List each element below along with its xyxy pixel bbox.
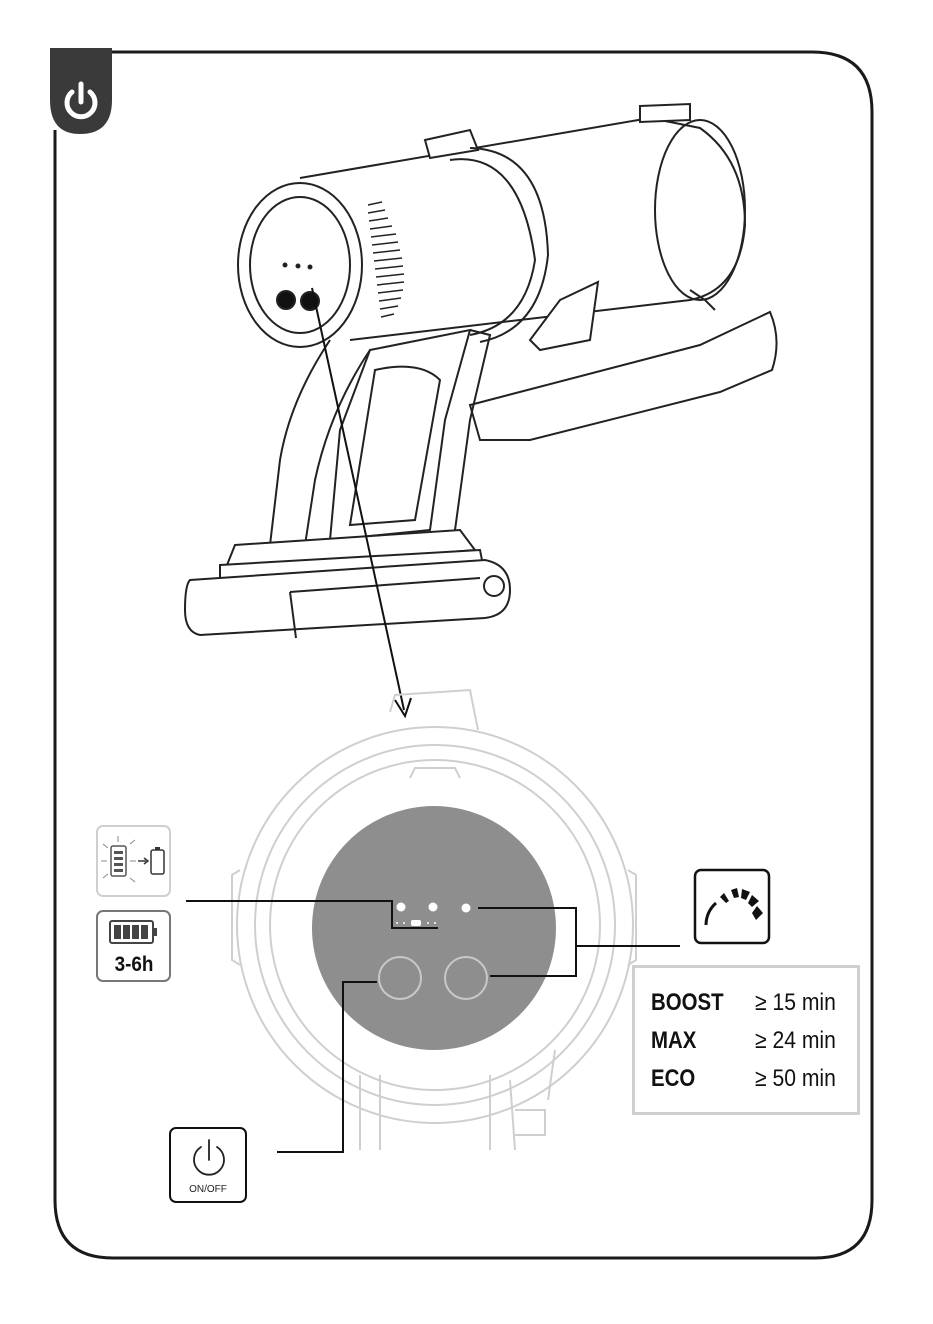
battery-led-1 (397, 903, 406, 912)
battery-charging-icon (97, 826, 170, 896)
mode-time: ≥ 15 min (755, 988, 836, 1018)
battery-hours-label: 3-6h (101, 953, 168, 977)
mode-name: MAX (651, 1026, 696, 1056)
mode-row-max: MAX ≥ 24 min (651, 1026, 851, 1056)
header-power-tab (50, 48, 112, 134)
mode-time: ≥ 24 min (755, 1026, 836, 1056)
battery-led-2 (429, 903, 438, 912)
mode-time: ≥ 50 min (755, 1064, 836, 1094)
speed-button-panel[interactable] (445, 957, 487, 999)
vacuum-drawing (185, 104, 777, 638)
modes-table: BOOST ≥ 15 min MAX ≥ 24 min ECO ≥ 50 min (632, 965, 860, 1115)
on-off-label: ON/OFF (170, 1184, 246, 1195)
mode-name: ECO (651, 1064, 695, 1094)
mode-row-boost: BOOST ≥ 15 min (651, 988, 851, 1018)
gauge-icon (695, 870, 769, 943)
power-button-panel[interactable] (379, 957, 421, 999)
speed-led (462, 904, 471, 913)
mode-name: BOOST (651, 988, 724, 1018)
mode-row-eco: ECO ≥ 50 min (651, 1064, 851, 1094)
